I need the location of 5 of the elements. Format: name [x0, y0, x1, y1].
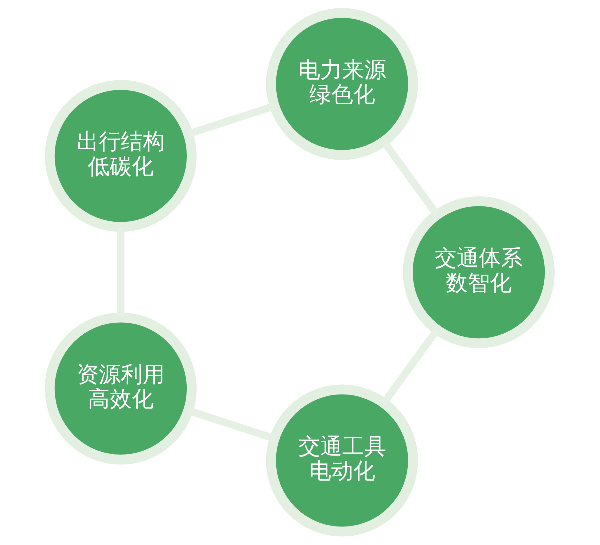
- node-circle: 出行结构低碳化: [45, 80, 197, 232]
- node-circle: 交通体系数智化: [403, 196, 555, 348]
- node-circle: 交通工具电动化: [266, 384, 418, 537]
- node-circle: 电力来源绿色化: [266, 8, 418, 160]
- node-circle: 资源利用高效化: [45, 312, 197, 465]
